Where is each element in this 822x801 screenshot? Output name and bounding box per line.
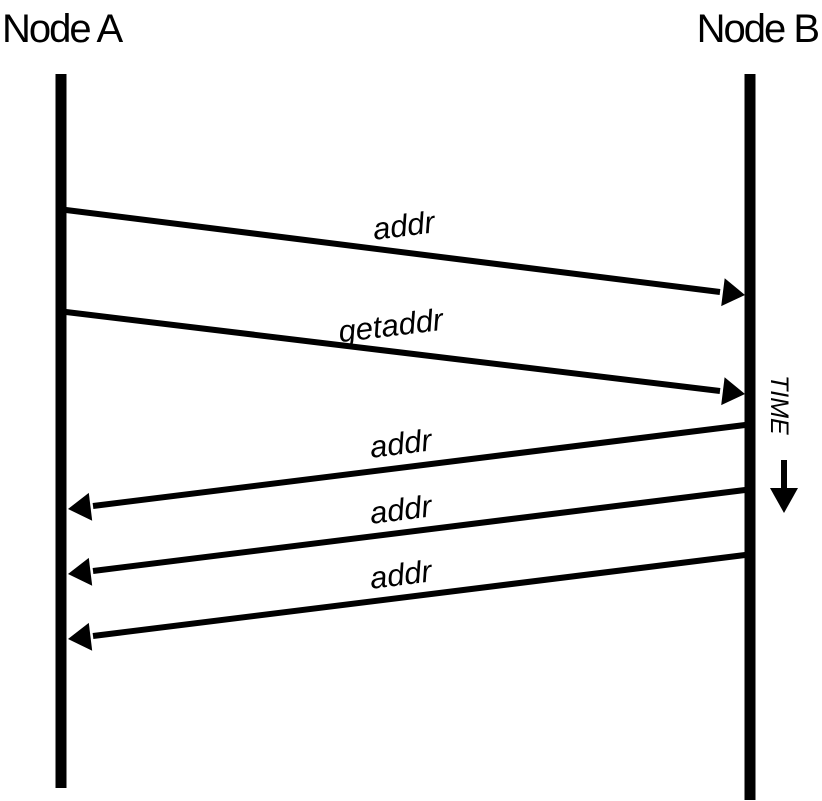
message-label: addr [368, 488, 436, 531]
message-addr-b-to-a-1: addr [68, 422, 746, 521]
arrowhead-icon [721, 278, 745, 307]
arrowhead-icon [721, 377, 745, 406]
arrowhead-icon [68, 492, 93, 521]
message-label: getaddr [336, 302, 446, 350]
time-label: TIME [765, 375, 793, 435]
message-addr-a-to-b: addr [65, 204, 745, 307]
message-label: addr [368, 422, 436, 465]
node-b-title: Node B [697, 7, 819, 51]
message-label: addr [368, 553, 436, 596]
arrowhead-icon [68, 557, 93, 586]
node-a-title: Node A [2, 7, 124, 51]
time-arrow-icon [770, 460, 798, 513]
message-addr-b-to-a-3: addr [68, 552, 746, 651]
message-label: addr [371, 204, 439, 247]
message-getaddr-a-to-b: getaddr [65, 302, 745, 406]
arrowhead-icon [68, 622, 93, 651]
message-addr-b-to-a-2: addr [68, 487, 746, 586]
